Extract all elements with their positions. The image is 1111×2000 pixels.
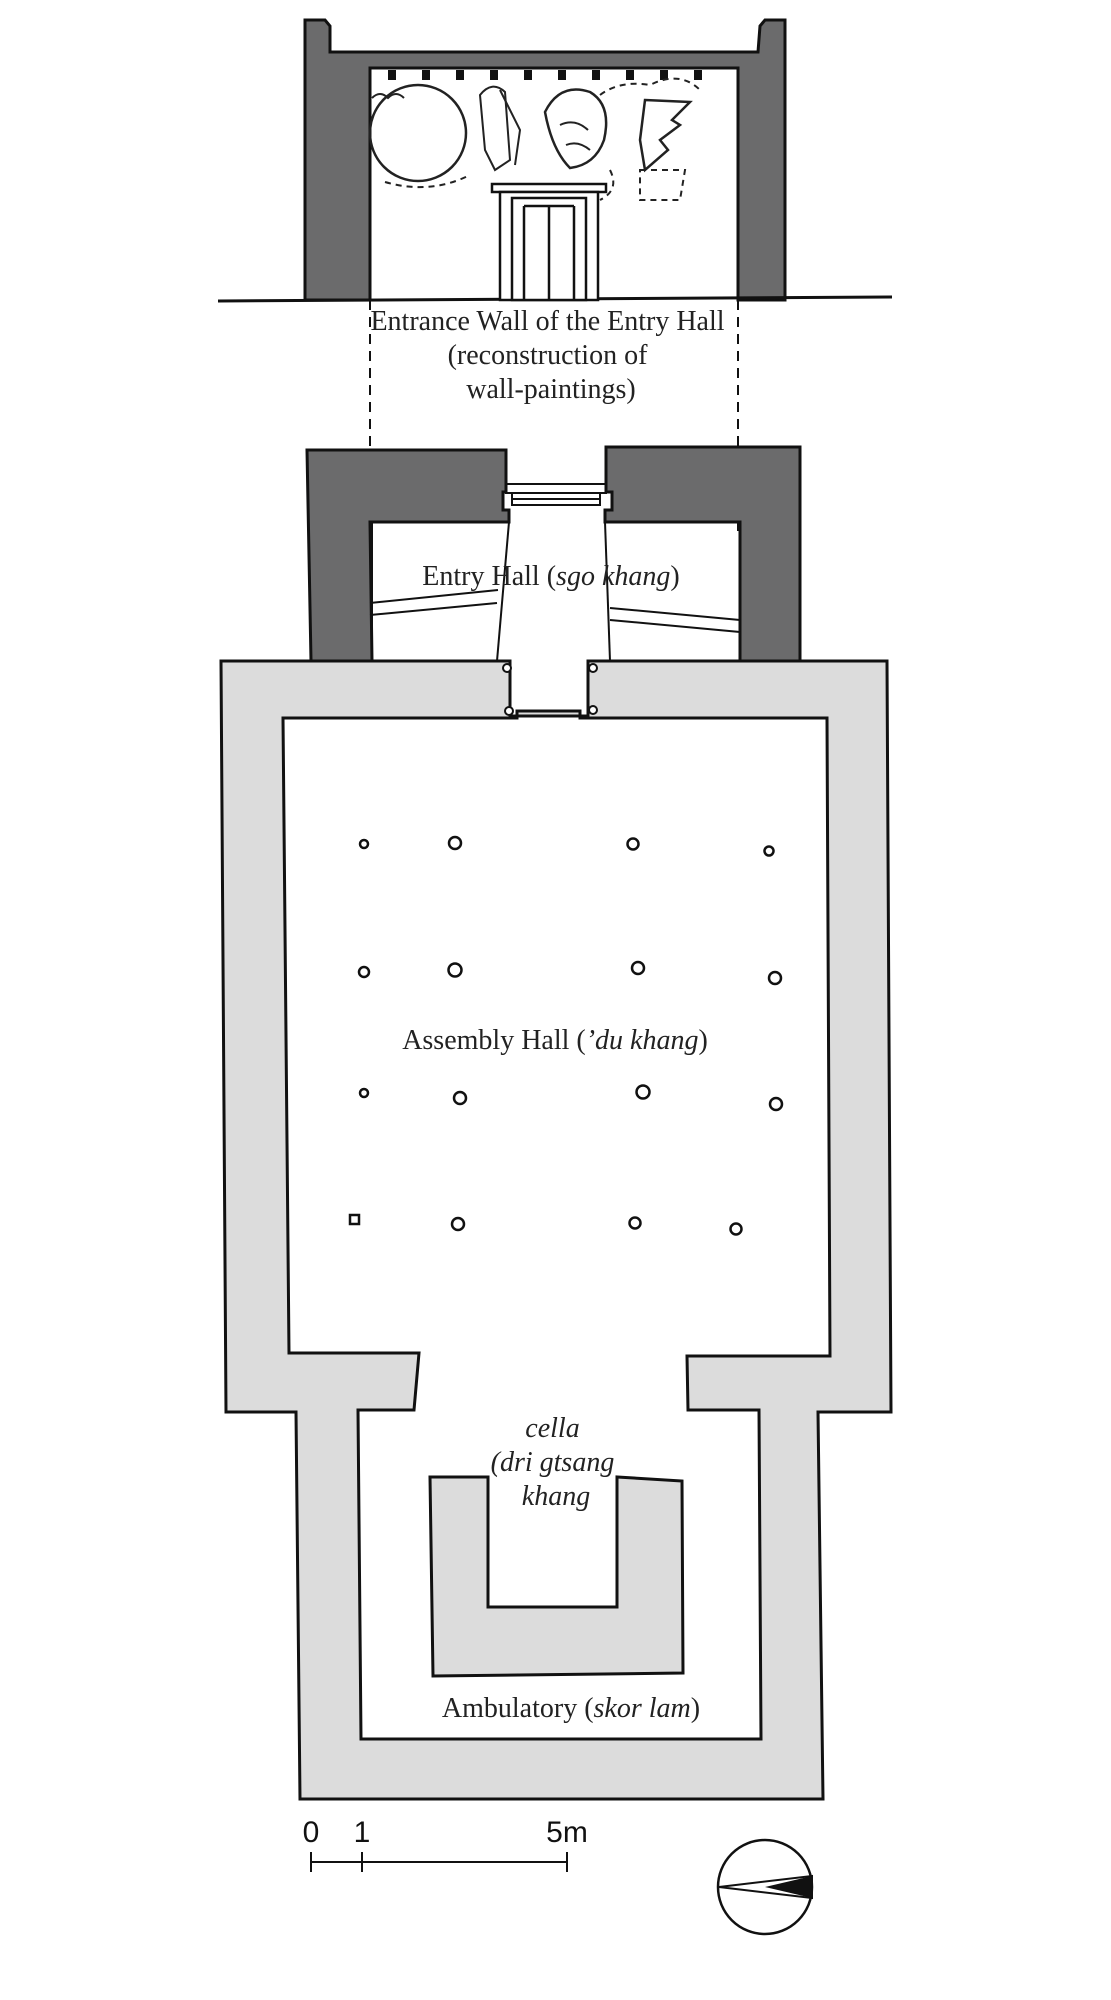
column (358, 1087, 370, 1099)
column (450, 1216, 466, 1232)
assembly-hall-label: Assembly Hall (’du khang) (402, 1025, 708, 1056)
entrance-wall-label: Entrance Wall of the Entry Hall (reconst… (370, 306, 731, 405)
entry-hall-label: Entry Hall (sgo khang) (422, 561, 679, 592)
column (768, 1096, 784, 1112)
column (452, 1090, 468, 1106)
column (357, 965, 371, 979)
column (628, 1216, 642, 1230)
entry-markers (502, 663, 598, 716)
wall-painting-sketch (368, 77, 701, 201)
entry-threshold (505, 483, 607, 506)
beam-ends (388, 70, 702, 80)
assembly-hall-walls (219, 659, 893, 1801)
entry-hall-interior (369, 521, 741, 662)
cella-label: cella (dri gtsang khang (491, 1413, 622, 1512)
column (447, 835, 463, 851)
cella-walls (428, 1475, 685, 1678)
assembly-columns (348, 835, 784, 1236)
column (729, 1222, 743, 1236)
elevation-doorway (490, 182, 608, 302)
column (763, 845, 775, 857)
elevation-wall-left (303, 18, 787, 302)
scale-label-5m: 5m (546, 1816, 588, 1849)
north-arrow-icon (716, 1838, 814, 1936)
scale-label-0: 0 (303, 1816, 320, 1849)
entry-wall-left (305, 448, 511, 663)
scale-label-1: 1 (354, 1816, 371, 1849)
entry-hall-walls (305, 445, 802, 663)
column (626, 837, 640, 851)
entrance-wall-elevation (217, 18, 893, 303)
scale-bar: 0 1 5m (303, 1816, 588, 1872)
column (767, 970, 783, 986)
column (630, 960, 646, 976)
column (635, 1084, 651, 1100)
column (358, 838, 370, 850)
column-square (348, 1213, 361, 1226)
column (447, 962, 463, 978)
ambulatory-label: Ambulatory (skor lam) (442, 1693, 700, 1724)
